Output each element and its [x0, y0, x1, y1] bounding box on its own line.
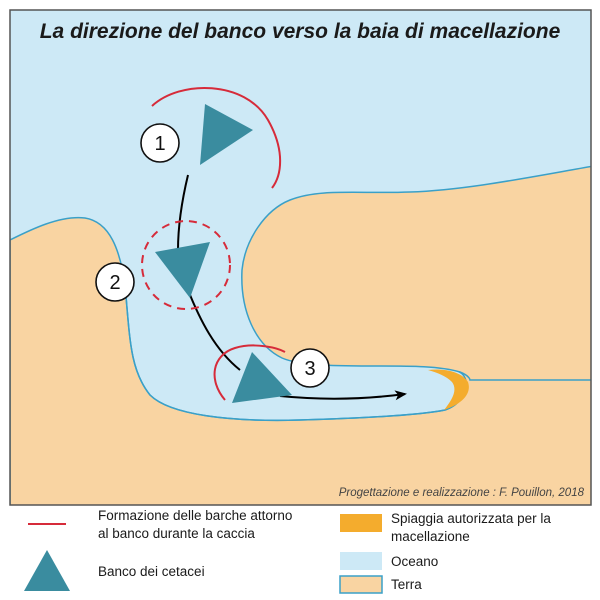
ocean-legend-swatch: [340, 552, 382, 570]
legend-boats-line2: al banco durante la caccia: [98, 526, 255, 541]
bay-coastline: [124, 284, 467, 422]
boat-formation-arc-1: [151, 86, 282, 189]
step-number-3: 3: [304, 358, 315, 380]
map-title: La direzione del banco verso la baia di …: [40, 20, 561, 43]
stage-3: 3: [213, 344, 330, 403]
pod-legend-icon: [24, 550, 70, 591]
stage-2: 2: [95, 220, 231, 310]
legend: Formazione delle barche attorno al banco…: [24, 508, 551, 594]
pod-triangle-2: [155, 242, 210, 298]
legend-pod: Banco dei cetacei: [98, 564, 205, 579]
pod-triangle-3: [232, 352, 292, 403]
route-segment-1: [177, 174, 189, 251]
step-number-2: 2: [109, 272, 120, 294]
stage-1: 1: [140, 86, 282, 189]
map-frame: [9, 9, 592, 506]
legend-beach-line1: Spiaggia autorizzata per la: [391, 511, 551, 526]
legend-boats-line1: Formazione delle barche attorno: [98, 508, 292, 523]
credit-text: Progettazione e realizzazione : F. Pouil…: [339, 487, 585, 499]
boat-formation-arc-3: [213, 344, 286, 401]
step-number-1: 1: [154, 133, 165, 155]
step-marker-3: [290, 348, 330, 388]
legend-land: Terra: [391, 577, 422, 592]
step-marker-2: [95, 262, 135, 302]
step-marker-1: [140, 123, 180, 163]
slaughter-beach: [428, 369, 469, 410]
legend-ocean: Oceano: [391, 554, 438, 569]
pod-triangle-1: [200, 104, 253, 165]
hunt-route: [177, 174, 407, 401]
legend-beach-line2: macellazione: [391, 529, 470, 544]
land-legend-swatch: [339, 575, 383, 594]
route-segment-3: [279, 390, 407, 401]
boat-formation-circle-2: [141, 220, 231, 310]
route-segment-2: [187, 289, 241, 371]
beach-legend-swatch: [340, 514, 382, 532]
map-panel: [9, 9, 592, 506]
right-peninsula: [241, 165, 591, 381]
